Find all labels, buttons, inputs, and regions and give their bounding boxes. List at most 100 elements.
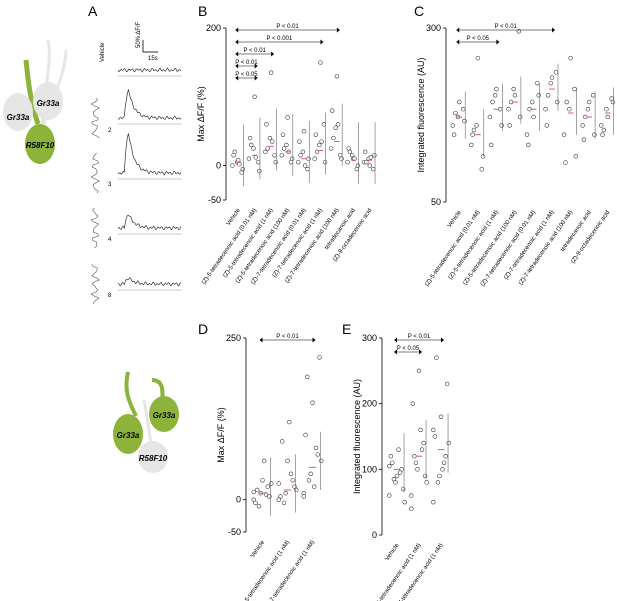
data-point bbox=[313, 132, 319, 137]
bracket-arrow bbox=[552, 27, 556, 33]
neuron-diagram-top: Gr33a Gr33a R58F10 bbox=[3, 39, 68, 164]
x-category-label: (Z)-9-octadecenoic acid bbox=[570, 210, 611, 265]
data-point bbox=[462, 118, 467, 124]
data-point bbox=[553, 70, 559, 75]
bracket-arrow bbox=[496, 39, 500, 45]
data-point bbox=[289, 156, 295, 161]
bracket-arrow bbox=[235, 75, 239, 81]
data-point bbox=[296, 159, 301, 165]
data-point bbox=[480, 154, 486, 159]
data-point bbox=[409, 506, 414, 511]
data-point bbox=[364, 159, 369, 165]
data-point bbox=[319, 139, 324, 144]
data-point bbox=[269, 481, 274, 486]
data-point bbox=[431, 427, 436, 433]
data-point bbox=[545, 93, 551, 98]
data-point bbox=[549, 75, 555, 80]
data-point bbox=[590, 93, 596, 98]
y-tick-label: 300 bbox=[426, 23, 441, 33]
data-point bbox=[251, 146, 256, 151]
data-point bbox=[251, 489, 256, 495]
panel-label-b: B bbox=[198, 3, 207, 19]
data-point bbox=[297, 139, 302, 144]
data-point bbox=[312, 484, 317, 489]
data-point bbox=[507, 123, 512, 128]
data-point bbox=[488, 142, 494, 148]
y-tick-label: 0 bbox=[216, 161, 221, 171]
data-point bbox=[441, 460, 447, 465]
data-point bbox=[413, 460, 419, 465]
significance-label: P < 0.01 bbox=[243, 48, 266, 54]
cell-label: R58F10 bbox=[26, 141, 55, 150]
data-point bbox=[471, 127, 477, 133]
data-point bbox=[262, 458, 267, 464]
y-tick-label: 200 bbox=[362, 399, 377, 409]
data-point bbox=[391, 476, 397, 482]
data-point bbox=[321, 122, 327, 127]
bracket-arrow bbox=[336, 27, 340, 33]
trace-row-label: Vehicle bbox=[100, 42, 106, 62]
bracket-arrow bbox=[235, 39, 239, 45]
data-point bbox=[435, 480, 441, 485]
data-point bbox=[367, 163, 372, 168]
data-point bbox=[410, 401, 416, 406]
data-point bbox=[418, 427, 423, 433]
data-point bbox=[605, 114, 610, 120]
data-point bbox=[281, 500, 287, 506]
data-point bbox=[368, 155, 374, 160]
data-point bbox=[310, 400, 315, 405]
trace-row-number: 4 bbox=[108, 237, 112, 243]
data-point bbox=[567, 107, 572, 112]
data-point bbox=[290, 478, 295, 483]
neuron-diagram-bottom: Gr33a Gr33a R58F10 bbox=[113, 371, 179, 473]
data-point bbox=[581, 137, 587, 142]
data-point bbox=[285, 115, 290, 120]
pheromone-structure bbox=[90, 152, 100, 194]
data-point bbox=[301, 494, 306, 499]
data-point bbox=[347, 149, 353, 155]
data-point bbox=[236, 157, 241, 163]
bracket-arrow bbox=[394, 337, 397, 343]
data-point bbox=[335, 122, 341, 127]
data-point bbox=[568, 55, 573, 61]
data-point bbox=[432, 434, 438, 439]
scale-x-label: 15s bbox=[148, 56, 158, 62]
significance-label: P < 0.001 bbox=[266, 36, 292, 42]
data-point bbox=[573, 154, 579, 159]
data-point bbox=[511, 86, 516, 92]
data-point bbox=[530, 99, 535, 105]
bracket-arrow bbox=[235, 51, 239, 57]
y-tick-label: -50 bbox=[208, 195, 221, 205]
data-point bbox=[431, 499, 436, 505]
response-trace bbox=[117, 89, 182, 121]
data-point bbox=[555, 99, 560, 105]
cell-gr33a-left bbox=[3, 93, 33, 131]
y-tick-label: 200 bbox=[206, 23, 221, 33]
trace-panel: 50% ΔF/F 15s Vehicle 2 3 4 8 bbox=[90, 21, 182, 305]
data-point bbox=[331, 135, 336, 141]
data-point bbox=[450, 123, 455, 128]
response-trace bbox=[117, 67, 182, 73]
data-point bbox=[263, 149, 268, 155]
data-point bbox=[303, 432, 308, 438]
data-point bbox=[267, 135, 273, 141]
bracket-arrow bbox=[320, 39, 324, 45]
data-point bbox=[232, 149, 237, 155]
data-point bbox=[314, 149, 320, 155]
cell-label: Gr33a bbox=[37, 99, 60, 108]
data-point bbox=[330, 108, 335, 113]
bracket-arrow bbox=[456, 39, 460, 45]
data-point bbox=[280, 132, 286, 137]
data-point bbox=[394, 473, 400, 479]
data-point bbox=[260, 478, 265, 483]
data-point bbox=[322, 159, 328, 165]
data-point bbox=[345, 159, 350, 165]
x-category-label: Vehicle bbox=[250, 539, 266, 559]
data-point bbox=[319, 458, 324, 464]
data-point bbox=[438, 414, 444, 419]
data-point bbox=[409, 493, 414, 498]
data-point bbox=[444, 381, 450, 387]
data-point bbox=[283, 491, 288, 496]
data-point bbox=[287, 419, 292, 425]
bracket-arrow bbox=[394, 349, 397, 355]
